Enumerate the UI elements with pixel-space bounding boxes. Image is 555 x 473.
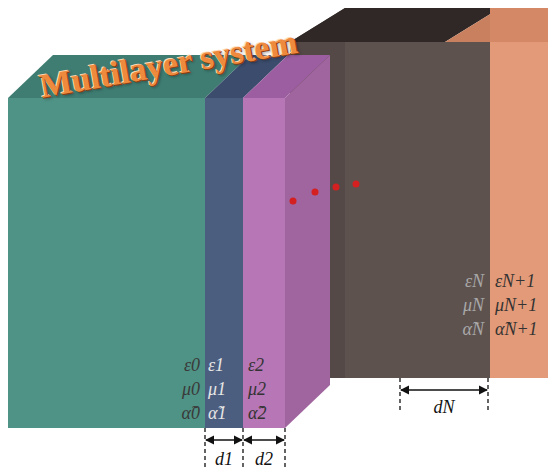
permeability-label: μ2 [248,380,266,398]
layer1-face [205,98,243,428]
layer-n-face [345,42,490,378]
polarizability-label: α̃N+1 [495,320,538,338]
substrate-face [490,42,548,378]
thickness-label: d1 [215,450,233,468]
thickness-label: dN [433,398,454,416]
layer2-side [285,55,330,428]
permeability-label: μN [463,296,484,314]
permittivity-label: ε2 [248,356,264,374]
polarizability-label: α̃N [463,320,484,338]
dimension-guides [205,378,488,470]
permittivity-label: ε0 [184,356,200,374]
permeability-label: μ0 [182,380,200,398]
ellipsis-dot [353,181,360,188]
layer2-face [243,98,285,428]
polarizability-label: α̃2 [248,404,266,422]
permittivity-label: εN [465,272,484,290]
ellipsis-dot [333,184,340,191]
medium0-face [8,98,205,428]
ellipsis-dot [290,198,297,205]
polarizability-label: α̃0 [182,404,200,422]
permeability-label: μN+1 [495,296,537,314]
permittivity-label: ε1 [208,356,224,374]
polarizability-label: α̃1 [208,404,226,422]
substrate-top-strip [490,8,548,42]
permeability-label: μ1 [208,380,226,398]
permittivity-label: εN+1 [495,272,535,290]
thickness-label: d2 [255,450,273,468]
substrate-top [445,8,548,42]
ellipsis-dot [312,189,319,196]
